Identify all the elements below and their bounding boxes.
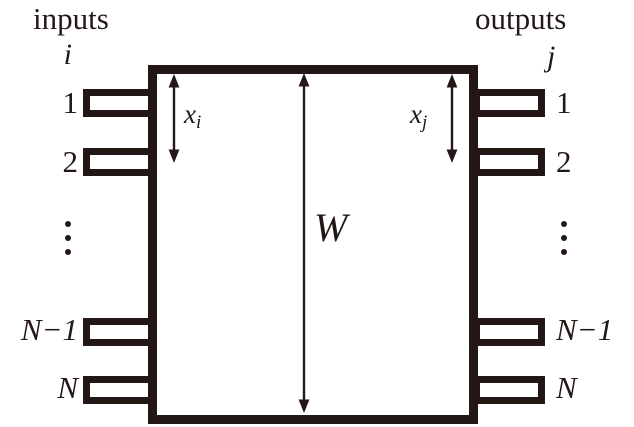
input-port-n-1 [83,318,155,346]
output-port-label-1: 1 [556,85,572,120]
input-port-1 [83,89,155,117]
input-index-variable: i [63,38,72,71]
output-port-1 [473,89,545,117]
vertical-ellipsis-left-icon [65,221,71,255]
input-port-label-n: N [57,370,78,405]
output-port-label-n-1: N−1 [556,312,614,347]
xj-dimension-label: xj [410,99,428,133]
output-port-n [473,376,545,404]
input-port-2 [83,148,155,176]
output-port-label-2: 2 [556,144,572,179]
inputs-header: inputs [33,1,109,36]
input-port-label-1: 1 [62,85,79,120]
output-port-n-1 [473,318,545,346]
outputs-header: outputs [475,1,567,36]
width-dimension-label: W [314,205,348,250]
coupler-body [148,65,478,424]
vertical-ellipsis-right-icon [561,221,567,255]
output-port-2 [473,148,545,176]
input-port-label-2: 2 [62,144,79,179]
output-port-label-n: N [556,370,577,405]
output-index-variable: j [547,40,556,73]
xi-dimension-label: xi [184,99,202,133]
input-port-n [83,376,155,404]
input-port-label-n-1: N−1 [20,312,78,347]
